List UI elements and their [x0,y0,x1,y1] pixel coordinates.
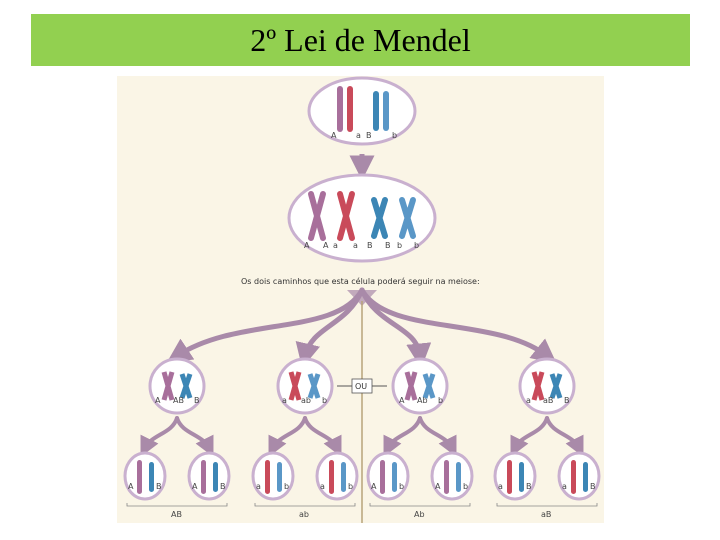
g3-r2: b [463,482,468,491]
mc2-right: b [322,396,327,405]
gamete-cells [123,451,601,501]
g1-l2: A [192,482,198,491]
gamete-brackets [126,503,598,507]
parent-chromosomes [337,86,389,132]
meiosis-cell-4: a aB B [518,357,576,415]
mc1-right: B [194,396,200,405]
meiosis-figure: A a B b A A a a B B b b Os dois caminhos… [117,76,604,523]
parent-label-A: A [331,131,337,140]
gamete-type-2: ab [299,510,309,519]
g4-r1: B [526,482,532,491]
dup-label-2: A [323,241,329,250]
dup-label-7: b [397,241,402,250]
or-label: OU [355,382,367,391]
g3-l1: A [371,482,377,491]
parent-label-B: B [366,131,372,140]
duplicated-chromosomes [308,191,416,241]
mc4-right: B [564,396,570,405]
g2-r1: b [284,482,289,491]
mc4-mid: aB [543,396,553,405]
mc1-mid: AB [173,396,184,405]
dup-label-5: B [367,241,373,250]
g1-l1: A [128,482,134,491]
mc2-mid: ab [301,396,311,405]
g1-r2: B [220,482,226,491]
paths-caption: Os dois caminhos que esta célula poderá … [241,276,480,286]
mc4-left: a [526,396,531,405]
dup-label-6: B [385,241,391,250]
meiosis-diagram: A a B b A A a a B B b b Os dois caminhos… [123,76,601,523]
g2-l2: a [320,482,325,491]
meiosis-cell-1: A AB B [148,357,206,415]
dup-label-1: A [304,241,310,250]
dup-label-3: a [333,241,338,250]
g4-l2: a [562,482,567,491]
meiosis-cell-2: a ab b [276,357,334,415]
gamete-type-4: aB [541,510,551,519]
parent-label-a: a [356,131,361,140]
parent-cell [307,76,417,146]
g1-r1: B [156,482,162,491]
parent-label-b: b [392,131,397,140]
g4-l1: a [498,482,503,491]
mc1-left: A [155,396,161,405]
mc3-right: b [438,396,443,405]
g3-r1: b [399,482,404,491]
mc2-left: a [282,396,287,405]
mc3-mid: Ab [417,396,428,405]
title-bar: 2º Lei de Mendel [31,14,690,66]
gamete-type-1: AB [171,510,182,519]
split-arrows [140,416,584,457]
dup-label-4: a [353,241,358,250]
g3-l2: A [435,482,441,491]
gamete-type-3: Ab [414,510,425,519]
branch-arrows [166,287,557,369]
g2-l1: a [256,482,261,491]
dup-label-8: b [414,241,419,250]
slide-title: 2º Lei de Mendel [250,21,471,58]
meiosis-cell-3: A Ab b [391,357,449,415]
g4-r2: B [590,482,596,491]
g2-r2: b [348,482,353,491]
mc3-left: A [399,396,405,405]
